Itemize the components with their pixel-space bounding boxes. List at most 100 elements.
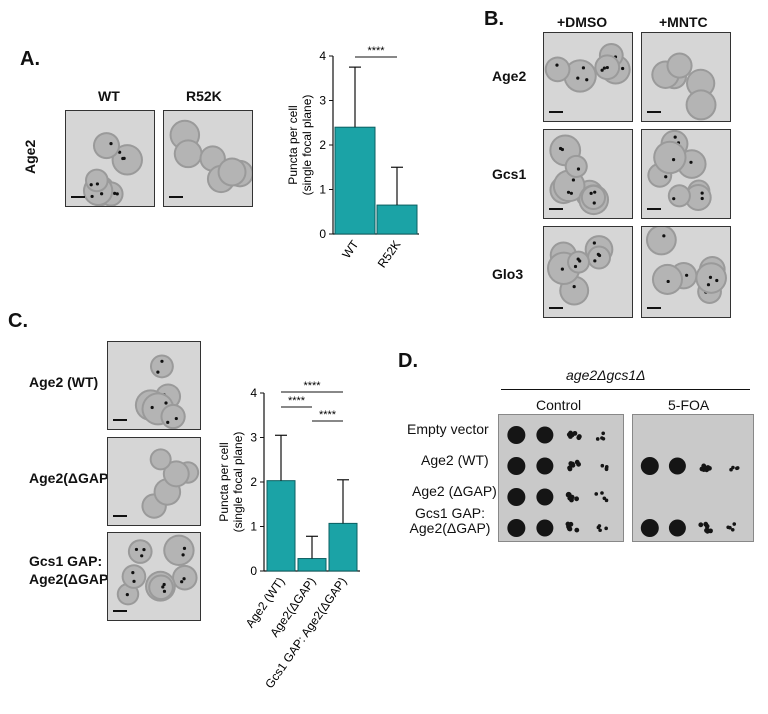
colony-spot (731, 465, 735, 470)
colony-spot (507, 519, 526, 537)
colony-spot (600, 463, 605, 468)
bar (297, 558, 327, 572)
micrograph-c-wt (107, 341, 201, 430)
colony-spot (701, 463, 707, 469)
colony-spot (640, 519, 659, 537)
yeast-cells-image (645, 227, 727, 304)
significance-label: **** (319, 409, 337, 421)
y-axis-label: Puncta per cell (286, 105, 300, 184)
condition-control: Control (536, 397, 582, 413)
micrograph-b-gcs1-mntc (641, 129, 731, 219)
micrograph-b-age2-dmso (543, 32, 633, 122)
micrograph-b-glo3-mntc (641, 226, 731, 318)
y-tick-label: 2 (319, 138, 326, 152)
colony-spot (730, 527, 735, 532)
y-tick-label: 4 (319, 49, 326, 63)
colony-spot (708, 528, 713, 534)
yeast-cells-image (546, 235, 614, 306)
colony-spot (507, 457, 526, 475)
y-axis-label: (single focal plane) (231, 432, 245, 533)
colony-spot (507, 488, 526, 506)
colony-spot (594, 492, 599, 496)
colony-spot (601, 431, 606, 436)
row-label-empty-vector: Empty vector (407, 421, 489, 437)
scale-bar (549, 307, 563, 309)
colony-spot (728, 525, 732, 530)
yeast-cells-image (651, 52, 717, 121)
panel-c-row-label-gcs1-gap: Gcs1 GAP: Age2(ΔGAP) (29, 553, 113, 587)
colony-spot (536, 488, 554, 506)
colony-spot (604, 526, 608, 531)
yeast-cells-image (544, 42, 631, 93)
panel-b-row-label-glo3: Glo3 (492, 266, 524, 282)
colony-spot (601, 436, 606, 441)
scale-bar (113, 610, 127, 612)
colony-spot (604, 498, 609, 503)
panel-b-col-label-mntc: +MNTC (659, 14, 708, 30)
y-axis-label: (single focal plane) (300, 95, 314, 196)
colony-spot (596, 525, 601, 530)
colony-spot (574, 496, 580, 502)
panel-c-letter: C. (8, 310, 28, 332)
colony-spot (668, 457, 686, 475)
scale-bar (169, 196, 183, 198)
scale-bar (549, 208, 563, 210)
colony-spot (668, 519, 686, 537)
bar (334, 126, 376, 235)
bar (266, 480, 296, 572)
colony-spot (595, 437, 600, 441)
yeast-cells-image (141, 448, 200, 519)
micrograph-b-glo3-dmso (543, 226, 633, 318)
y-tick-label: 4 (250, 386, 257, 400)
colony-spot (536, 519, 554, 537)
bar (376, 204, 418, 235)
colony-spot (536, 457, 554, 475)
colony-spot (604, 467, 609, 472)
condition-5foa: 5-FOA (668, 397, 710, 413)
micrograph-b-gcs1-dmso (543, 129, 633, 219)
colony-spot (566, 526, 572, 532)
panel-c-row-label-dgap: Age2(ΔGAP) (29, 470, 113, 486)
panel-a-col-label-wt: WT (98, 88, 120, 104)
scale-bar (647, 111, 661, 113)
strain-divider (501, 389, 750, 390)
panel-d-strain: age2Δgcs1Δ (566, 367, 646, 383)
significance-label: **** (303, 380, 321, 392)
micrograph-b-age2-mntc (641, 32, 731, 122)
yeast-cells-image (647, 130, 712, 212)
micrograph-a-r52k (163, 110, 253, 207)
plate-control (498, 414, 624, 542)
yeast-cells-image (82, 132, 143, 206)
colony-spot (704, 523, 710, 529)
micrograph-c-gcs1-gap (107, 532, 201, 621)
panel-a-col-label-r52k: R52K (186, 88, 222, 104)
panel-d-letter: D. (398, 350, 418, 372)
panel-b-letter: B. (484, 8, 504, 30)
y-tick-label: 1 (319, 183, 326, 197)
colony-spot (600, 491, 604, 495)
scale-bar (71, 196, 85, 198)
colony-spot (565, 521, 571, 527)
y-axis-label: Puncta per cell (217, 442, 231, 521)
spot-plate-image (499, 415, 623, 541)
y-tick-label: 3 (319, 94, 326, 108)
colony-spot (574, 527, 580, 533)
scale-bar (113, 419, 127, 421)
colony-spot (598, 528, 602, 533)
colony-spot (507, 426, 526, 444)
colony-spot (566, 432, 572, 438)
panel-a-row-label: Age2 (22, 139, 38, 174)
colony-spot (565, 492, 571, 498)
y-tick-label: 3 (250, 431, 257, 445)
panel-c-row-label-wt: Age2 (WT) (29, 374, 99, 390)
yeast-cells-image (169, 119, 252, 194)
yeast-cells-image (116, 534, 198, 606)
panel-b-row-label-age2: Age2 (492, 68, 527, 84)
significance-label: **** (288, 395, 306, 407)
scale-bar (647, 208, 661, 210)
colony-spot (698, 522, 704, 528)
scale-bar (113, 515, 127, 517)
row-label-age2-wt: Age2 (WT) (421, 452, 489, 468)
